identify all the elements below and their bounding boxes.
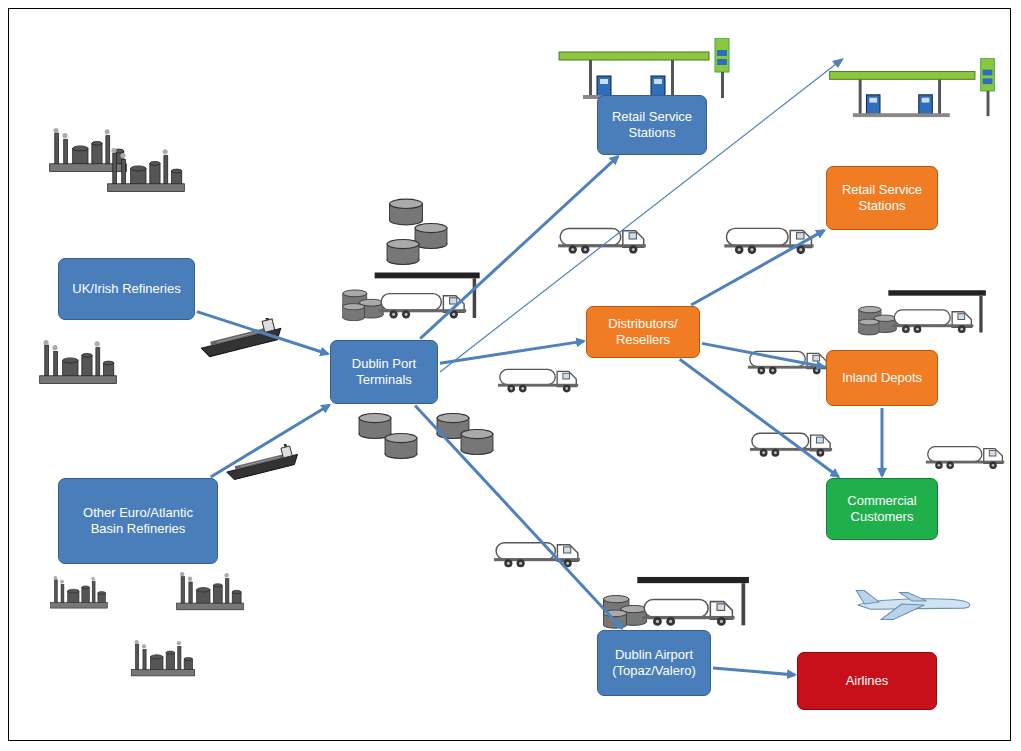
flow-box: Retail Service Stations — [826, 166, 938, 230]
box-label: Dublin Port Terminals — [339, 356, 429, 389]
box-label: Commercial Customers — [835, 493, 929, 526]
box-label: Distributors/ Resellers — [595, 316, 691, 349]
box-label: Retail Service Stations — [606, 109, 698, 142]
flow-arrow — [440, 341, 584, 363]
flow-box: Inland Depots — [826, 350, 938, 406]
flow-box: Airlines — [797, 652, 937, 710]
flow-arrow — [691, 230, 824, 305]
box-label: UK/Irish Refineries — [72, 281, 180, 297]
box-label: Other Euro/Atlantic Basin Refineries — [67, 505, 209, 538]
flow-box: UK/Irish Refineries — [58, 258, 195, 320]
flow-box: Distributors/ Resellers — [586, 306, 700, 358]
box-label: Dublin Airport (Topaz/Valero) — [606, 647, 702, 680]
flow-box: Commercial Customers — [826, 478, 938, 540]
flow-arrow — [713, 668, 795, 675]
flow-box: Other Euro/Atlantic Basin Refineries — [58, 478, 218, 564]
box-label: Inland Depots — [842, 370, 922, 386]
flow-box: Dublin Port Terminals — [330, 340, 438, 404]
flow-arrow — [197, 312, 328, 354]
flow-arrow — [211, 405, 330, 477]
flow-box: Retail Service Stations — [597, 95, 707, 155]
flow-arrow — [415, 405, 622, 628]
flow-box: Dublin Airport (Topaz/Valero) — [597, 630, 711, 696]
flow-arrow — [702, 343, 824, 366]
box-label: Airlines — [846, 673, 889, 689]
flow-arrow — [680, 359, 839, 477]
flow-arrow — [881, 408, 884, 476]
box-label: Retail Service Stations — [835, 182, 929, 215]
